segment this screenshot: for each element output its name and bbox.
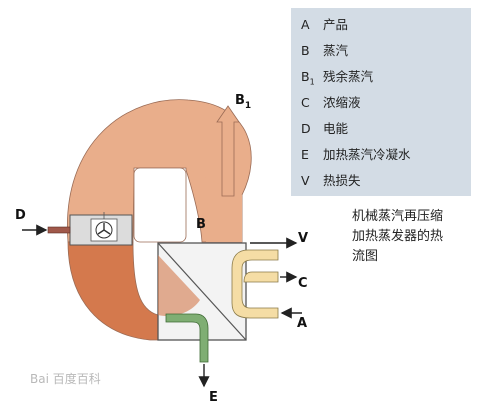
label-b1: B1 xyxy=(235,93,251,111)
legend-key-letter: B xyxy=(301,69,310,84)
steam-flow-band xyxy=(186,168,242,242)
legend-item: B 蒸汽 xyxy=(301,40,348,59)
product-pipe xyxy=(231,249,279,319)
legend-key-letter: D xyxy=(301,121,311,136)
legend-item: D 电能 xyxy=(301,118,348,137)
condensate-pipe xyxy=(165,313,209,363)
legend-item: A 产品 xyxy=(301,14,348,33)
steam-loop-lower xyxy=(67,241,159,341)
legend-key: A xyxy=(301,17,323,32)
legend-key: V xyxy=(301,173,323,188)
legend-item: E 加热蒸汽冷凝水 xyxy=(301,144,411,163)
label-b1-main: B xyxy=(235,93,245,108)
label-a: A xyxy=(297,316,307,331)
diagram-caption: 机械蒸汽再压缩加热蒸发器的热流图 xyxy=(352,207,456,267)
caption-line: 机械蒸汽再压缩 xyxy=(352,209,444,224)
loop-opening xyxy=(133,167,187,243)
legend-key-subscript: 1 xyxy=(309,77,315,87)
legend-text: 产品 xyxy=(323,17,349,32)
fan-blades xyxy=(97,223,111,235)
legend-text: 浓缩液 xyxy=(323,95,361,110)
legend-key: C xyxy=(301,95,323,110)
vessel-diagonal xyxy=(157,242,247,341)
legend-key-letter: E xyxy=(301,147,309,162)
label-e: E xyxy=(209,390,218,405)
caption-line: 流图 xyxy=(352,249,379,264)
power-input-rod xyxy=(47,226,71,234)
label-d: D xyxy=(15,208,26,223)
legend-item: V 热损失 xyxy=(301,170,361,189)
legend-text: 残余蒸汽 xyxy=(323,69,374,84)
legend-text: 蒸汽 xyxy=(323,43,349,58)
residual-steam-pipe xyxy=(216,105,240,197)
legend-item: C 浓缩液 xyxy=(301,92,361,111)
legend-text: 热损失 xyxy=(323,173,361,188)
legend-key: B1 xyxy=(301,69,323,87)
legend-key: B xyxy=(301,43,323,58)
legend-text: 加热蒸汽冷凝水 xyxy=(323,147,411,162)
vessel-steam-side xyxy=(158,250,200,317)
legend-key-letter: B xyxy=(301,43,310,58)
label-b: B xyxy=(196,217,206,232)
legend-key-letter: V xyxy=(301,173,310,188)
legend-key-letter: C xyxy=(301,95,310,110)
label-c: C xyxy=(298,276,308,291)
legend-text: 电能 xyxy=(323,121,349,136)
watermark: Bai 百度百科 xyxy=(30,371,101,386)
legend-key: E xyxy=(301,147,323,162)
label-b1-sub: 1 xyxy=(245,101,251,111)
caption-line: 加热蒸发器的热 xyxy=(352,229,444,244)
legend-key-letter: A xyxy=(301,17,310,32)
label-v: V xyxy=(298,231,308,246)
legend-key: D xyxy=(301,121,323,136)
concentrate-pipe xyxy=(243,271,279,283)
